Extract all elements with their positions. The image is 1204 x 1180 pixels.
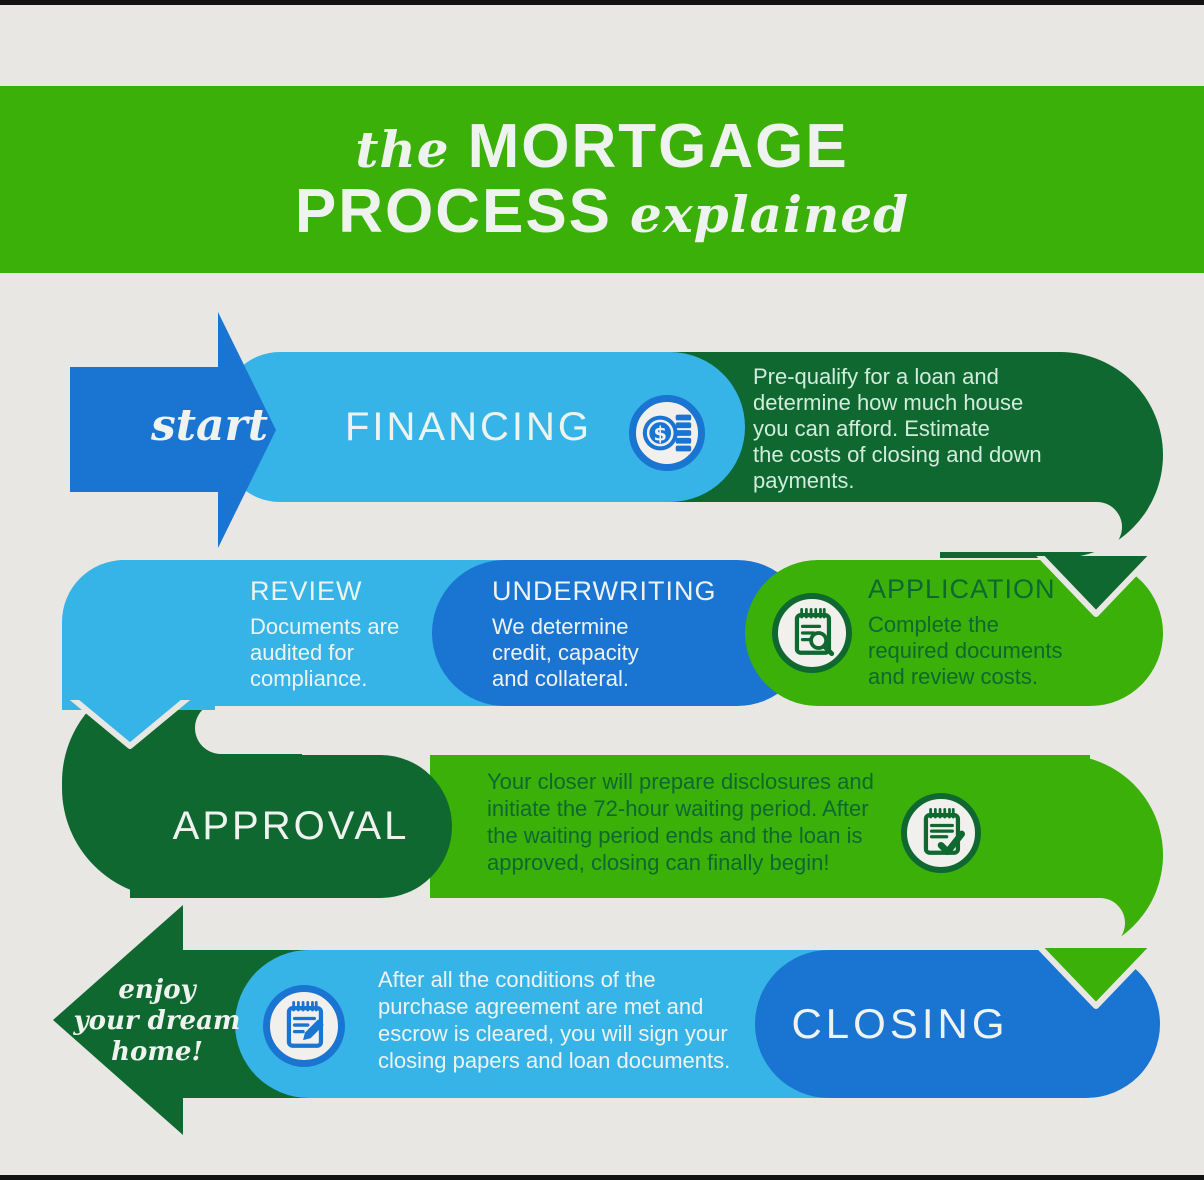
application-block: APPLICATION Complete the required docume…: [868, 574, 1098, 690]
text-line: you can afford. Estimate: [753, 416, 990, 441]
curve-gap-row3: [700, 898, 1125, 948]
text-line: escrow is cleared, you will sign your: [378, 1021, 728, 1046]
text-line: and review costs.: [868, 664, 1038, 689]
start-label: start: [150, 400, 269, 451]
title-explained: explained: [630, 184, 910, 244]
top-border: [0, 0, 1204, 5]
text-line: required documents: [868, 638, 1063, 663]
financing-description: Pre-qualify for a loan and determine how…: [753, 364, 1063, 494]
review-block: REVIEW Documents are audited for complia…: [250, 576, 430, 692]
chevron-down-icon: [1036, 948, 1156, 1009]
text-line: purchase agreement are met and: [378, 994, 704, 1019]
text-line: Pre-qualify for a loan and: [753, 364, 999, 389]
underwriting-block: UNDERWRITING We determine credit, capaci…: [492, 576, 732, 692]
svg-text:$: $: [653, 422, 666, 445]
title-mortgage: MORTGAGE: [467, 112, 849, 182]
finish-message: enjoy your dream home!: [68, 975, 246, 1068]
approval-step-bar: [130, 755, 452, 898]
bottom-border: [0, 1175, 1204, 1180]
document-search-glyph: [794, 608, 835, 657]
text-line: We determine: [492, 614, 629, 639]
text-line: enjoy: [118, 975, 196, 1005]
chevron-down-icon: [69, 700, 191, 749]
text-line: payments.: [753, 468, 855, 493]
text-line: the costs of closing and down: [753, 442, 1042, 467]
document-search-icon: [772, 593, 852, 673]
closing-label: CLOSING: [791, 1000, 1009, 1047]
document-check-glyph: [923, 808, 965, 856]
money-coins-icon: $: [629, 395, 705, 471]
financing-label: FINANCING: [345, 405, 592, 449]
approval-label: APPROVAL: [172, 804, 410, 848]
text-line: audited for: [250, 640, 354, 665]
text-line: the waiting period ends and the loan is: [487, 823, 863, 848]
text-line: closing papers and loan documents.: [378, 1048, 731, 1073]
title-line-1: the MORTGAGE: [355, 112, 849, 182]
text-line: your dream: [73, 1006, 241, 1036]
title-the: the: [355, 120, 450, 180]
text-line: compliance.: [250, 666, 368, 691]
closing-description: After all the conditions of the purchase…: [378, 966, 738, 1074]
document-pencil-glyph: [286, 1001, 324, 1048]
text-line: After all the conditions of the: [378, 967, 656, 992]
title-line-2: PROCESS explained: [294, 176, 910, 246]
chevron-down-icon: [1036, 556, 1156, 617]
text-line: and collateral.: [492, 666, 629, 691]
document-check-icon: [901, 793, 981, 873]
title-banner: the MORTGAGE PROCESS explained: [0, 86, 1204, 273]
text-line: Documents are: [250, 614, 400, 639]
start-arrow-body: [70, 367, 220, 492]
text-line: Complete the: [868, 612, 999, 637]
document-pencil-icon: [263, 985, 345, 1067]
title-process: PROCESS: [294, 176, 613, 246]
money-coins-glyph: $: [642, 414, 692, 452]
review-label: REVIEW: [250, 576, 363, 606]
finish-arrow-head: [53, 905, 183, 1135]
text-line: initiate the 72-hour waiting period. Aft…: [487, 796, 869, 821]
text-line: Your closer will prepare disclosures and: [487, 769, 874, 794]
text-line: approved, closing can finally begin!: [487, 850, 830, 875]
curve-gap-row2: [195, 702, 525, 754]
text-line: home!: [111, 1037, 203, 1067]
underwriting-label: UNDERWRITING: [492, 576, 717, 606]
approval-description: Your closer will prepare disclosures and…: [487, 768, 917, 876]
start-arrow-head: [218, 312, 276, 548]
text-line: determine how much house: [753, 390, 1024, 415]
text-line: credit, capacity: [492, 640, 639, 665]
curve-gap-row1: [900, 502, 1122, 552]
application-label: APPLICATION: [868, 574, 1056, 604]
